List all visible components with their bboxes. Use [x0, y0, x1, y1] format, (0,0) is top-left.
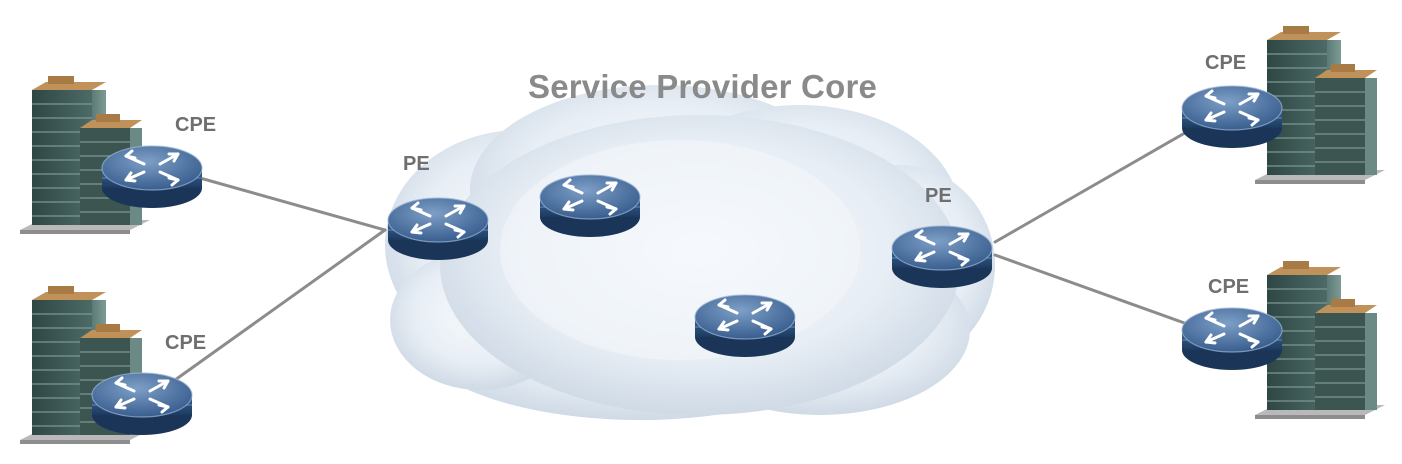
cpe-label-bottom-left: CPE	[165, 332, 207, 354]
link-cpe-top-left-pe-left	[198, 176, 387, 232]
router-icon	[90, 371, 194, 437]
pe-label-left: PE	[403, 153, 430, 175]
network-links	[173, 128, 1192, 382]
link-pe-right-cpe-bottom-right	[993, 253, 1192, 327]
router-icon	[538, 173, 642, 239]
cloud-title: Service Provider Core	[528, 68, 878, 105]
router-icon	[386, 196, 490, 262]
link-cpe-bottom-left-pe-left	[173, 228, 387, 382]
router-icon	[1180, 306, 1284, 372]
router-icon	[693, 293, 797, 359]
link-pe-right-cpe-top-right	[993, 128, 1192, 244]
cpe-label-bottom-right: CPE	[1208, 276, 1250, 298]
router-icon	[890, 224, 994, 290]
router-icon	[100, 144, 204, 210]
cpe-label-top-right: CPE	[1205, 52, 1247, 74]
pe-label-right: PE	[925, 185, 952, 207]
cpe-label-top-left: CPE	[175, 114, 217, 136]
router-icon	[1180, 84, 1284, 150]
